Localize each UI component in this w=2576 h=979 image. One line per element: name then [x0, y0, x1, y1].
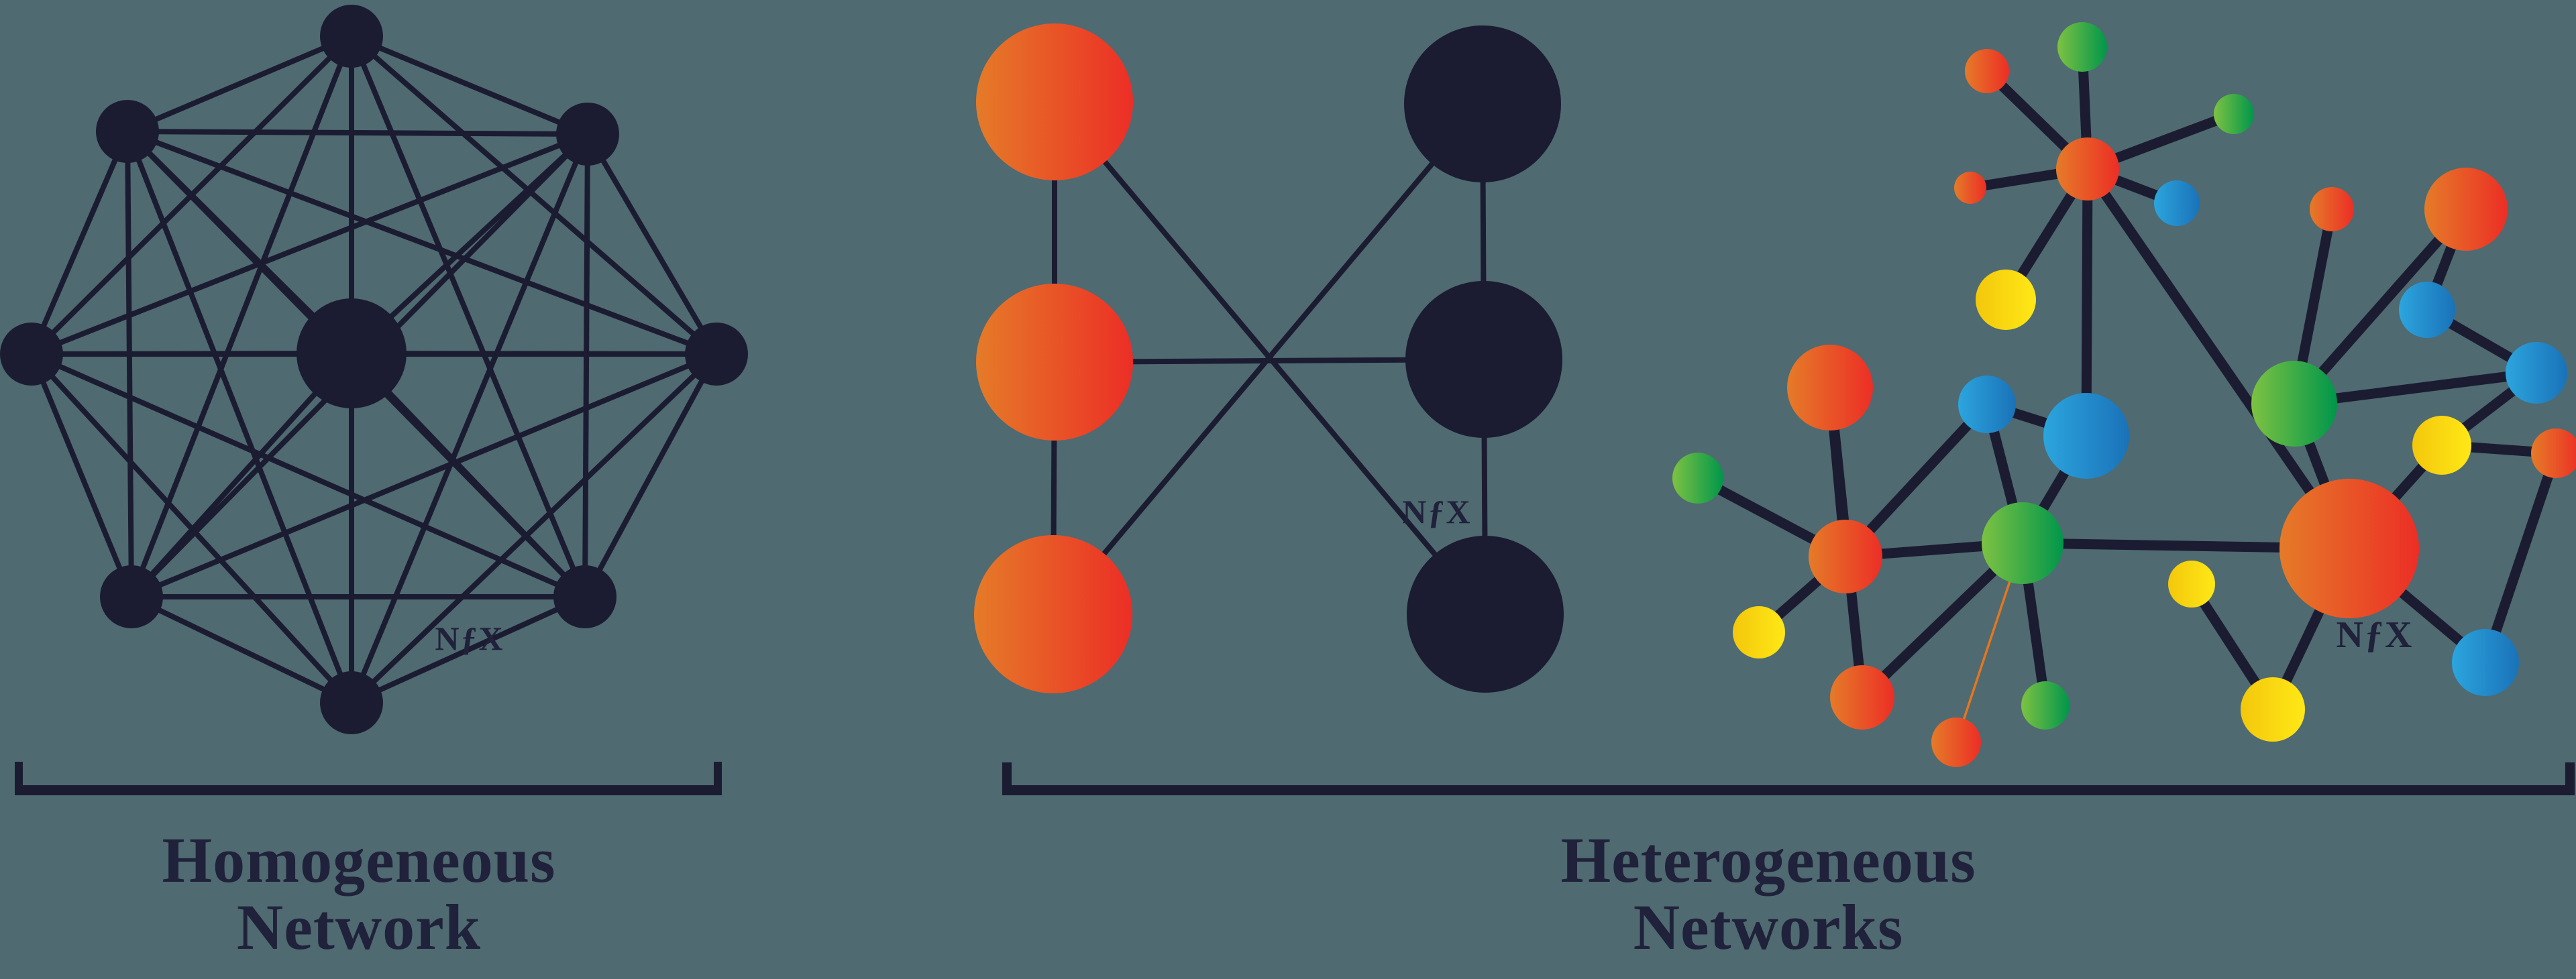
node-heterogeneous-orangeNW: [1965, 49, 2009, 93]
edge-ne-se: [582, 133, 590, 597]
node-heterogeneous-yellowTop: [2412, 416, 2471, 475]
node-heterogeneous-biggestOrange: [2279, 479, 2419, 618]
bracket-right-tick: [714, 762, 722, 785]
node-homogeneous-n: [320, 5, 383, 68]
edge-ne-e: [585, 132, 719, 356]
homogeneous-network-label: Homogeneous Network: [23, 827, 694, 961]
node-heterogeneous-greenTop: [2057, 22, 2107, 72]
node-bipartite-o3: [974, 535, 1132, 693]
heterogeneous-label-line2: Networks: [1633, 891, 1904, 963]
homogeneous-label-line1: Homogeneous: [162, 824, 556, 896]
nfx-logo-2: NƒX: [1402, 493, 1472, 530]
edge-n-e: [350, 34, 718, 357]
node-bipartite-d3: [1407, 536, 1564, 693]
network-heterogeneous: [1672, 22, 2576, 767]
node-homogeneous-nw: [96, 100, 159, 163]
node-bipartite-d2: [1405, 281, 1562, 438]
node-heterogeneous-blueBR: [2452, 629, 2519, 696]
edge-ne-w: [30, 131, 589, 357]
node-heterogeneous-yellowLeftSmall: [2168, 561, 2215, 608]
edge-n-nw: [126, 34, 353, 134]
node-homogeneous-w: [0, 323, 63, 386]
bracket-left-tick: [1002, 762, 1012, 785]
edge-e-s: [350, 352, 718, 705]
edge-s-sw: [130, 594, 353, 705]
edge-se-s: [350, 594, 586, 705]
nfx-logo-3: NƒX: [2336, 614, 2414, 656]
node-heterogeneous-bigBlue: [2043, 393, 2129, 479]
node-heterogeneous-smallOrangeRight: [2531, 428, 2576, 478]
edge-smallOrangeRight-blueBR: [2480, 451, 2561, 665]
bracket-bar: [15, 785, 722, 795]
node-homogeneous-s: [320, 671, 383, 734]
edge-ne-s: [349, 133, 590, 704]
heterogeneous-networks-label: Heterogeneous Networks: [1433, 827, 2104, 961]
heterogeneous-label-line1: Heterogeneous: [1560, 824, 1976, 896]
edge-w-nw: [29, 130, 130, 355]
edge-e-nw: [126, 129, 718, 357]
node-heterogeneous-hub2: [1809, 520, 1882, 593]
node-heterogeneous-hub1: [2056, 137, 2119, 200]
node-homogeneous-ne: [556, 103, 619, 166]
edge-hub1-bigBlue: [2081, 168, 2093, 437]
node-homogeneous-e: [685, 323, 748, 386]
homogeneous-label-line2: Network: [236, 891, 482, 963]
network-bipartite: [974, 23, 1564, 693]
node-heterogeneous-bigOrangeR: [2424, 168, 2508, 251]
node-homogeneous-center: [297, 298, 407, 408]
node-heterogeneous-blueE: [2154, 180, 2200, 226]
bracket-right-tick: [2565, 762, 2575, 785]
node-bipartite-d1: [1404, 25, 1561, 182]
node-heterogeneous-orangeLower: [1830, 665, 1894, 730]
bracket-bar: [1002, 785, 2575, 795]
node-heterogeneous-bigGreenR: [2251, 361, 2337, 447]
node-homogeneous-sw: [100, 565, 163, 628]
node-bipartite-o2: [976, 284, 1133, 441]
edge-sw-w: [29, 353, 134, 598]
edge-s-w: [30, 352, 354, 705]
nfx-logo-1: NƒX: [435, 620, 504, 657]
network-homogeneous: [0, 5, 748, 734]
node-heterogeneous-smallOrangeMid: [2310, 187, 2354, 231]
node-heterogeneous-bigOrangeTop: [1787, 345, 1873, 430]
edge-e-sw: [130, 351, 718, 599]
node-heterogeneous-blueB: [1958, 376, 2016, 433]
edge-sw-nw: [125, 131, 134, 597]
edge-n-se: [349, 35, 588, 598]
node-heterogeneous-greenNE: [2214, 94, 2254, 134]
edge-se-w: [30, 351, 586, 599]
node-heterogeneous-blueMid: [2399, 282, 2455, 338]
node-heterogeneous-greenLeft: [1672, 453, 1723, 504]
bracket-heterogeneous: [1002, 762, 2575, 795]
edge-hub1-biggestOrange: [2083, 166, 2354, 552]
node-heterogeneous-yellowS: [1976, 270, 2036, 330]
node-heterogeneous-blueFarRight: [2506, 342, 2567, 404]
edge-bigOrangeR-bigGreenR: [2290, 206, 2470, 407]
edge-e-se: [582, 353, 719, 598]
node-heterogeneous-yellowBottom: [2241, 677, 2305, 742]
edge-s-nw: [125, 130, 354, 704]
edge-ne-nw: [127, 129, 588, 137]
node-heterogeneous-yellowLeft2: [1733, 606, 1785, 658]
edge-n-ne: [350, 34, 589, 137]
node-bipartite-o1: [976, 23, 1133, 180]
bracket-left-tick: [15, 762, 23, 785]
bracket-homogeneous: [15, 762, 722, 795]
node-heterogeneous-smallGreenBottom: [2021, 681, 2070, 730]
node-homogeneous-se: [553, 565, 616, 628]
node-heterogeneous-smallOrangeBottom: [1931, 717, 1981, 767]
node-heterogeneous-orangeW: [1954, 172, 1986, 204]
node-heterogeneous-bigGreenL: [1982, 502, 2063, 584]
